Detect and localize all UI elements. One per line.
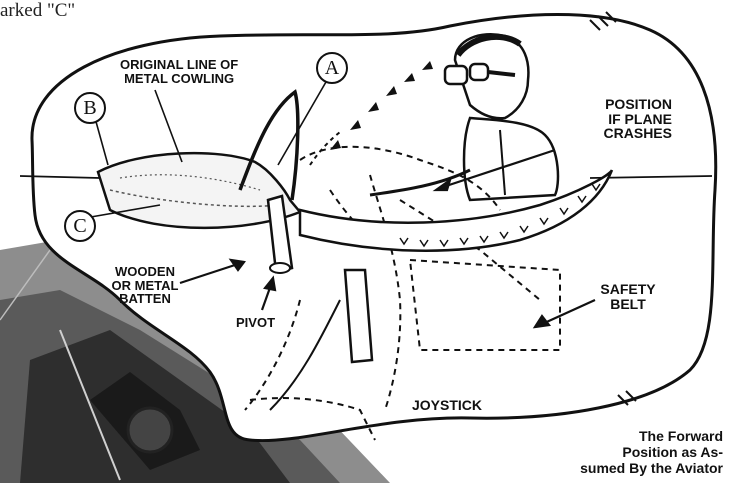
position-crash-label: POSITION IF PLANE CRASHES	[552, 97, 672, 141]
position-crash-label-line-2: IF PLANE	[552, 112, 672, 127]
position-crash-label-line-3: CRASHES	[552, 126, 672, 141]
safety-belt-label-line-1: SAFETY	[588, 282, 668, 297]
original-line-label-line-2: METAL COWLING	[120, 72, 238, 86]
original-line-label-line-1: ORIGINAL LINE OF	[120, 58, 238, 72]
caption-line-3: sumed By the Aviator	[580, 460, 723, 476]
figure-caption: The Forward Position as As- sumed By the…	[580, 428, 723, 476]
batten-label-line-3: BATTEN	[100, 292, 190, 306]
batten-label: WOODEN OR METAL BATTEN	[100, 265, 190, 306]
safety-belt-label-line-2: BELT	[588, 297, 668, 312]
batten-label-line-2: OR METAL	[100, 279, 190, 293]
top-text: arked "C"	[0, 0, 75, 22]
joystick-label: JOYSTICK	[412, 398, 482, 413]
safety-belt-label: SAFETY BELT	[588, 282, 668, 311]
pivot-label: PIVOT	[236, 316, 275, 330]
marker-b: B	[74, 92, 106, 124]
caption-line-1: The Forward	[580, 428, 723, 444]
position-crash-label-line-1: POSITION	[552, 97, 672, 112]
marker-c: C	[64, 210, 96, 242]
batten-label-line-1: WOODEN	[100, 265, 190, 279]
original-line-label: ORIGINAL LINE OF METAL COWLING	[120, 58, 238, 85]
caption-line-2: Position as As-	[580, 444, 723, 460]
marker-a: A	[316, 52, 348, 84]
